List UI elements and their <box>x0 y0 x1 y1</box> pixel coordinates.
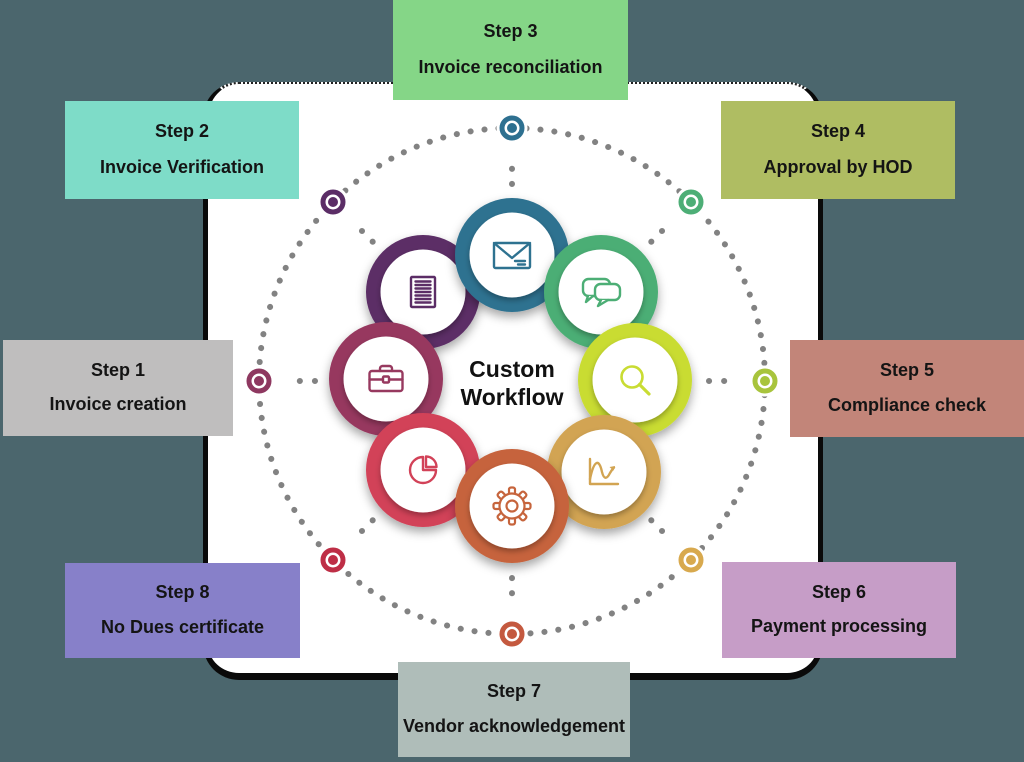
step-title: Invoice reconciliation <box>418 57 603 78</box>
chart-marker-icon <box>675 544 707 576</box>
document-marker-icon <box>317 186 349 218</box>
briefcase-marker-icon <box>243 365 275 397</box>
wheel-node-pie <box>366 413 480 527</box>
step-label: Step 3 <box>483 21 538 42</box>
wheel-node-chat <box>544 235 658 349</box>
step-label: Step 4 <box>810 121 866 142</box>
dotted-rays <box>282 151 742 611</box>
wheel-node-mail <box>455 198 569 312</box>
step-box-7: Step 7 Vendor acknowledgement <box>398 662 630 757</box>
magnifier-icon <box>620 365 651 396</box>
wheel-node-chart <box>547 415 661 529</box>
step-markers <box>243 112 781 650</box>
step-title: Invoice creation <box>49 394 187 415</box>
document-icon <box>409 275 437 309</box>
center-title-line1: Custom <box>469 356 555 382</box>
wheel-node-search <box>578 323 692 437</box>
wheel-node-document <box>366 235 480 349</box>
line-chart-icon <box>588 457 620 486</box>
step-box-8: Step 8 No Dues certificate <box>65 563 300 658</box>
mail-marker-icon <box>496 112 528 144</box>
step-box-4: Step 4 Approval by HOD <box>721 101 955 199</box>
gear-icon <box>492 486 532 526</box>
step-label: Step 5 <box>879 360 935 381</box>
wheel-node-gear <box>455 449 569 563</box>
briefcase-icon <box>368 364 404 393</box>
step-title: Payment processing <box>750 616 928 637</box>
step-title: Vendor acknowledgement <box>402 715 626 736</box>
step-box-1: Step 1 Invoice creation <box>3 340 233 436</box>
chat-marker-icon <box>675 186 707 218</box>
step-label: Step 8 <box>155 582 210 603</box>
center-title: Custom Workflow <box>460 355 563 411</box>
step-box-3: Step 3 Invoice reconciliation <box>393 0 628 100</box>
chat-icon <box>581 277 622 308</box>
gear-marker-icon <box>496 618 528 650</box>
step-title: No Dues certificate <box>100 616 265 637</box>
step-label: Step 7 <box>486 681 542 702</box>
pie-marker-icon <box>317 544 349 576</box>
step-box-5: Step 5 Compliance check <box>790 340 1024 437</box>
pie-chart-icon <box>408 455 438 485</box>
envelope-icon <box>492 241 532 270</box>
step-label: Step 6 <box>811 581 867 602</box>
step-title: Approval by HOD <box>763 156 913 177</box>
wheel-node-briefcase <box>329 322 443 436</box>
step-title: Compliance check <box>827 395 987 416</box>
step-title: Invoice Verification <box>99 156 265 177</box>
step-label: Step 2 <box>154 121 210 142</box>
center-title-line2: Workflow <box>460 384 564 410</box>
step-box-6: Step 6 Payment processing <box>722 562 956 658</box>
wheel-nodes <box>329 198 692 563</box>
step-box-2: Step 2 Invoice Verification <box>65 101 299 199</box>
step-label: Step 1 <box>90 359 146 380</box>
search-marker-icon <box>749 365 781 397</box>
